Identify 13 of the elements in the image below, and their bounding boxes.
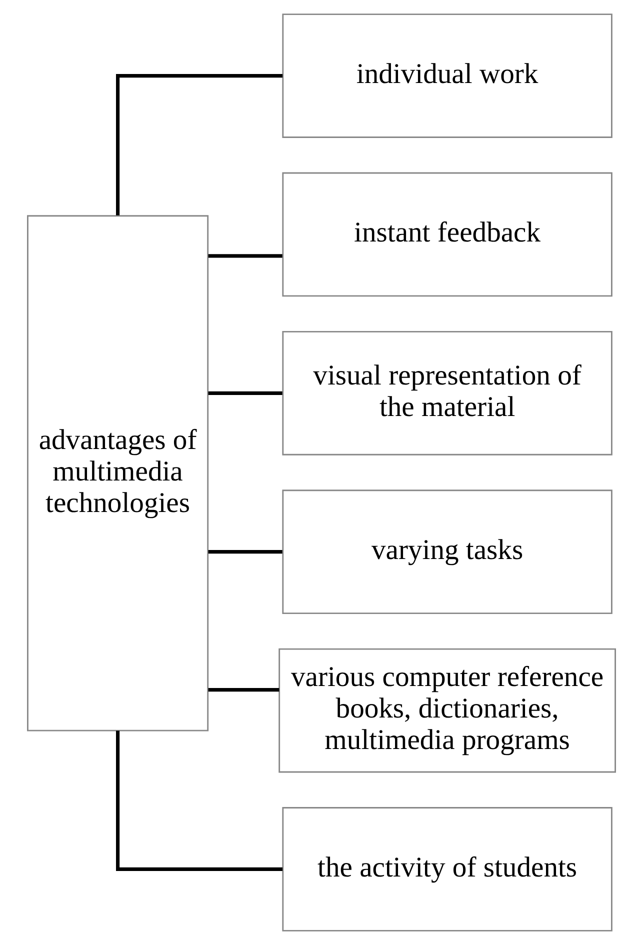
- node-box: advantages of multimedia technologies: [26, 215, 208, 732]
- connector: [116, 730, 282, 871]
- node-box: varying tasks: [282, 490, 612, 614]
- node-box: the activity of students: [282, 807, 612, 932]
- connector: [116, 74, 282, 216]
- connector: [208, 550, 282, 554]
- connector: [208, 254, 282, 258]
- node-box: visual representation of the material: [282, 330, 612, 456]
- node-box: instant feedback: [282, 172, 612, 297]
- node-box: various computer reference books, dictionaries, multimedia programs: [278, 648, 616, 773]
- connector: [208, 688, 279, 692]
- node-box: individual work: [282, 14, 612, 138]
- connector: [208, 391, 282, 395]
